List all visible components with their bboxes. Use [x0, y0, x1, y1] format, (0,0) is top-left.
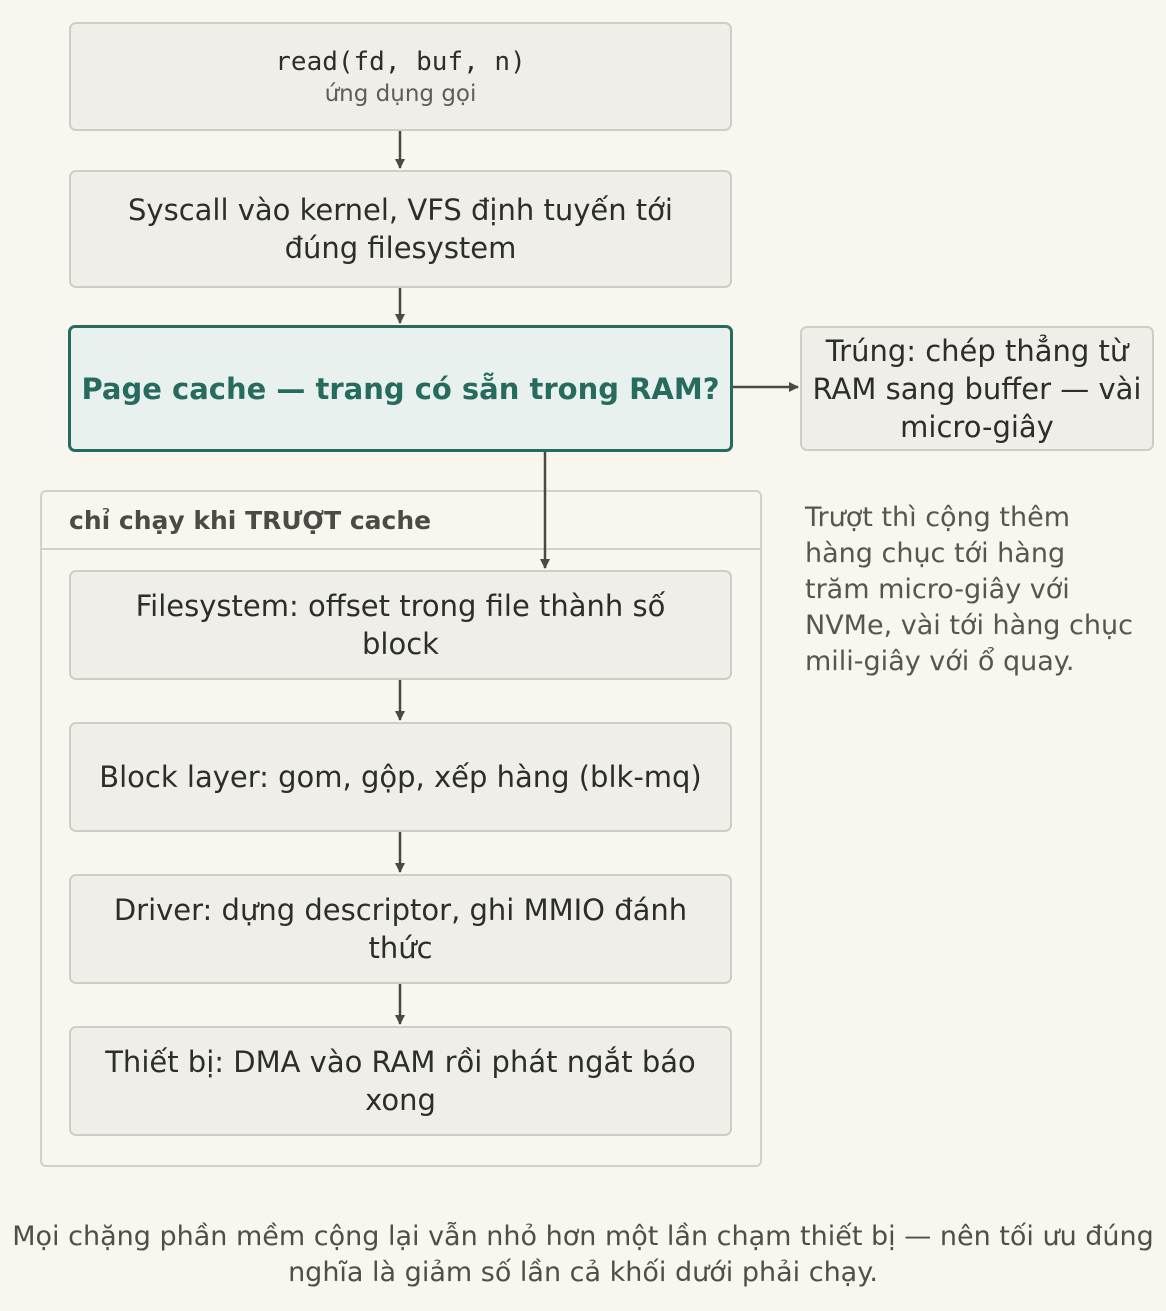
cache-miss-group-title: chỉ chạy khi TRƯỢT cache [42, 492, 760, 550]
read-call-box: read(fd, buf, n) ứng dụng gọi [69, 22, 732, 131]
page-cache-label: Page cache — trang có sẵn trong RAM? [81, 371, 720, 406]
cache-hit-label: Trúng: chép thẳng từ RAM sang buffer — v… [812, 333, 1142, 444]
read-call-code: read(fd, buf, n) [275, 46, 526, 77]
driver-box: Driver: dựng descriptor, ghi MMIO đánh t… [69, 874, 732, 984]
device-label: Thiết bị: DMA vào RAM rồi phát ngắt báo … [105, 1045, 696, 1117]
syscall-label: Syscall vào kernel, VFS định tuyến tới đ… [128, 193, 673, 265]
cache-hit-box: Trúng: chép thẳng từ RAM sang buffer — v… [800, 326, 1154, 451]
device-box: Thiết bị: DMA vào RAM rồi phát ngắt báo … [69, 1026, 732, 1136]
driver-label: Driver: dựng descriptor, ghi MMIO đánh t… [113, 893, 688, 965]
page-cache-box: Page cache — trang có sẵn trong RAM? [68, 325, 733, 452]
cache-miss-note: Trượt thì cộng thêm hàng chục tới hàng t… [805, 502, 1133, 677]
syscall-box: Syscall vào kernel, VFS định tuyến tới đ… [69, 170, 732, 288]
filesystem-label: Filesystem: offset trong file thành số b… [135, 589, 666, 661]
footer-caption: Mọi chặng phần mềm cộng lại vẫn nhỏ hơn … [12, 1221, 1154, 1288]
block-layer-box: Block layer: gom, gộp, xếp hàng (blk-mq) [69, 722, 732, 832]
read-call-caption: ứng dụng gọi [324, 80, 477, 107]
block-layer-label: Block layer: gom, gộp, xếp hàng (blk-mq) [99, 760, 702, 794]
filesystem-box: Filesystem: offset trong file thành số b… [69, 570, 732, 680]
